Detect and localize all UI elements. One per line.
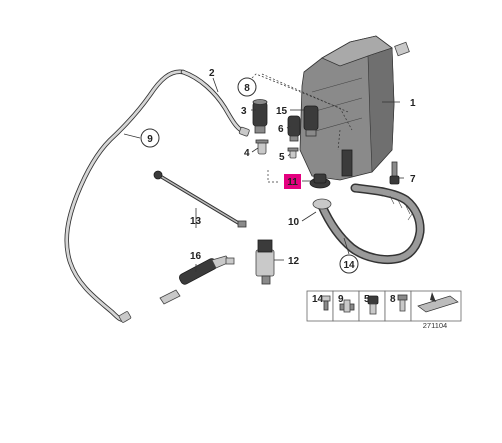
legend-strip: 14 9 5 8 271104 [306,290,462,330]
svg-text:3: 3 [241,106,247,117]
legend-label-9: 9 [338,294,344,305]
svg-text:14: 14 [343,260,355,271]
callout-3[interactable]: 3 [241,106,247,117]
callout-13[interactable]: 13 [190,216,202,227]
screw-icon [321,295,331,311]
svg-text:5: 5 [279,152,285,163]
assembly-bracket [251,73,353,183]
grommet-4[interactable] [255,139,269,155]
svg-text:7: 7 [410,174,416,185]
diagram-reference-number: 271104 [423,321,447,330]
svg-text:11: 11 [287,177,298,188]
callout-2[interactable]: 2 [209,68,215,79]
svg-text:8: 8 [244,83,250,94]
connector-16[interactable] [159,255,235,305]
callout-14[interactable]: 14 [339,254,359,274]
svg-text:9: 9 [147,134,153,145]
callout-15[interactable]: 15 [276,106,288,117]
callout-6[interactable]: 6 [278,124,284,135]
pump-15[interactable] [303,105,319,137]
callout-1[interactable]: 1 [410,98,416,109]
screw-5[interactable] [287,147,299,159]
svg-text:6: 6 [278,124,284,135]
callout-8[interactable]: 8 [237,77,257,97]
legend-label-5: 5 [364,294,370,305]
svg-text:15: 15 [276,106,288,117]
callout-7[interactable]: 7 [410,174,416,185]
callout-12[interactable]: 12 [288,256,300,267]
svg-text:1: 1 [410,98,416,109]
svg-text:12: 12 [288,256,300,267]
filler-cap-11[interactable] [309,173,331,189]
filler-neck-10[interactable] [312,183,425,265]
callout-4[interactable]: 4 [244,148,250,159]
svg-text:2: 2 [209,68,215,79]
svg-text:16: 16 [190,251,202,262]
level-sensor-7[interactable] [389,161,400,185]
svg-text:4: 4 [244,148,250,159]
nut-icon [367,295,379,315]
callout-16[interactable]: 16 [190,251,202,262]
pump-3[interactable] [252,99,268,134]
reservoir-1[interactable] [299,35,410,181]
pump-6[interactable] [287,115,301,142]
svg-text:13: 13 [190,216,202,227]
valve-12[interactable] [255,239,275,285]
legend-label-14: 14 [312,294,324,305]
rod-13[interactable] [153,170,247,228]
leader-lines [123,77,404,272]
svg-text:10: 10 [288,217,300,228]
callout-5[interactable]: 5 [279,152,285,163]
callout-10[interactable]: 10 [288,217,300,228]
callout-9[interactable]: 9 [140,128,160,148]
hose-9[interactable] [64,69,250,323]
callout-11-highlight [284,174,301,189]
clip-icon [339,299,355,313]
panel-clip-icon [417,292,459,313]
legend-label-8: 8 [390,294,396,305]
callout-11[interactable]: 11 [284,174,301,189]
bolt-icon [397,294,408,312]
